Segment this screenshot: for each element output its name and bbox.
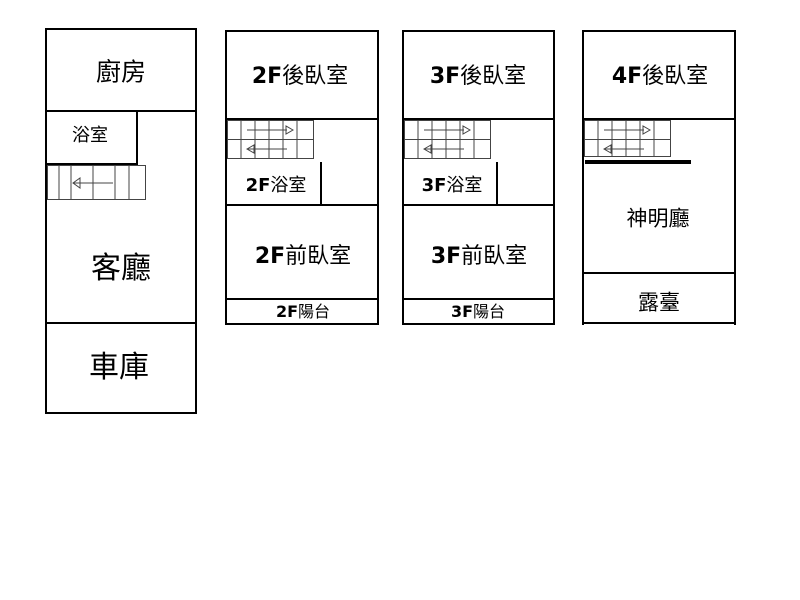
wall bbox=[582, 30, 584, 325]
wall bbox=[45, 322, 197, 324]
room-terrace-label: 露臺 bbox=[638, 290, 680, 315]
wall bbox=[225, 30, 227, 325]
room-garage-label: 車庫 bbox=[89, 350, 149, 385]
room-name: 後臥室 bbox=[282, 64, 349, 89]
staircase-icon bbox=[227, 120, 314, 159]
floor-number: 4F bbox=[611, 64, 643, 89]
wall bbox=[582, 30, 736, 32]
wall bbox=[377, 30, 379, 325]
wall bbox=[734, 30, 736, 325]
room-name: 前臥室 bbox=[285, 244, 352, 269]
room-2f-bath-label: 2F浴室 bbox=[246, 177, 307, 195]
wall bbox=[225, 298, 379, 300]
room-2f-back-bedroom-label: 2F後臥室 bbox=[252, 66, 348, 88]
wall bbox=[402, 30, 404, 325]
wall bbox=[45, 110, 197, 112]
wall bbox=[402, 323, 555, 325]
room-3f-bath-label: 3F浴室 bbox=[422, 177, 483, 195]
wall bbox=[225, 30, 379, 32]
wall bbox=[45, 28, 197, 30]
room-name: 陽台 bbox=[473, 302, 506, 321]
room-2f-balcony-label: 2F陽台 bbox=[276, 304, 330, 320]
room-3f-front-bedroom-label: 3F前臥室 bbox=[431, 246, 527, 268]
wall bbox=[582, 322, 736, 324]
wall bbox=[45, 412, 197, 414]
wall bbox=[225, 118, 379, 120]
floor-number: 2F bbox=[254, 244, 286, 269]
staircase-icon bbox=[404, 120, 491, 159]
wall bbox=[45, 28, 47, 414]
floor-number: 3F bbox=[450, 302, 474, 321]
floor-number: 2F bbox=[251, 64, 283, 89]
wall bbox=[402, 30, 555, 32]
room-3f-back-bedroom-label: 3F後臥室 bbox=[430, 66, 526, 88]
room-4f-back-bedroom-label: 4F後臥室 bbox=[612, 66, 708, 88]
room-shrine-hall-label: 神明廳 bbox=[626, 206, 690, 231]
room-bath-label: 浴室 bbox=[72, 125, 108, 146]
floor-number: 3F bbox=[429, 64, 461, 89]
room-living-label: 客廳 bbox=[91, 251, 151, 286]
wall bbox=[582, 272, 736, 274]
staircase-icon bbox=[47, 165, 146, 200]
room-name: 浴室 bbox=[446, 175, 483, 196]
wall bbox=[320, 162, 322, 205]
room-2f-front-bedroom-label: 2F前臥室 bbox=[255, 246, 351, 268]
room-3f-balcony-label: 3F陽台 bbox=[451, 304, 505, 320]
room-name: 前臥室 bbox=[461, 244, 528, 269]
wall bbox=[582, 118, 736, 120]
wall bbox=[402, 298, 555, 300]
room-name: 浴室 bbox=[270, 175, 307, 196]
wall bbox=[136, 110, 138, 164]
wall bbox=[225, 204, 379, 206]
room-name: 後臥室 bbox=[642, 64, 709, 89]
floor-number: 3F bbox=[421, 175, 447, 196]
room-kitchen-label: 廚房 bbox=[95, 57, 147, 87]
floor-number: 3F bbox=[430, 244, 462, 269]
wall bbox=[496, 162, 498, 205]
wall bbox=[585, 160, 691, 164]
wall bbox=[195, 28, 197, 414]
floor-number: 2F bbox=[275, 302, 299, 321]
wall bbox=[553, 30, 555, 325]
floor-number: 2F bbox=[245, 175, 271, 196]
wall bbox=[225, 323, 379, 325]
room-name: 後臥室 bbox=[460, 64, 527, 89]
wall bbox=[402, 118, 555, 120]
room-name: 陽台 bbox=[298, 302, 331, 321]
wall bbox=[402, 204, 555, 206]
wall bbox=[45, 163, 138, 165]
staircase-icon bbox=[584, 120, 671, 157]
